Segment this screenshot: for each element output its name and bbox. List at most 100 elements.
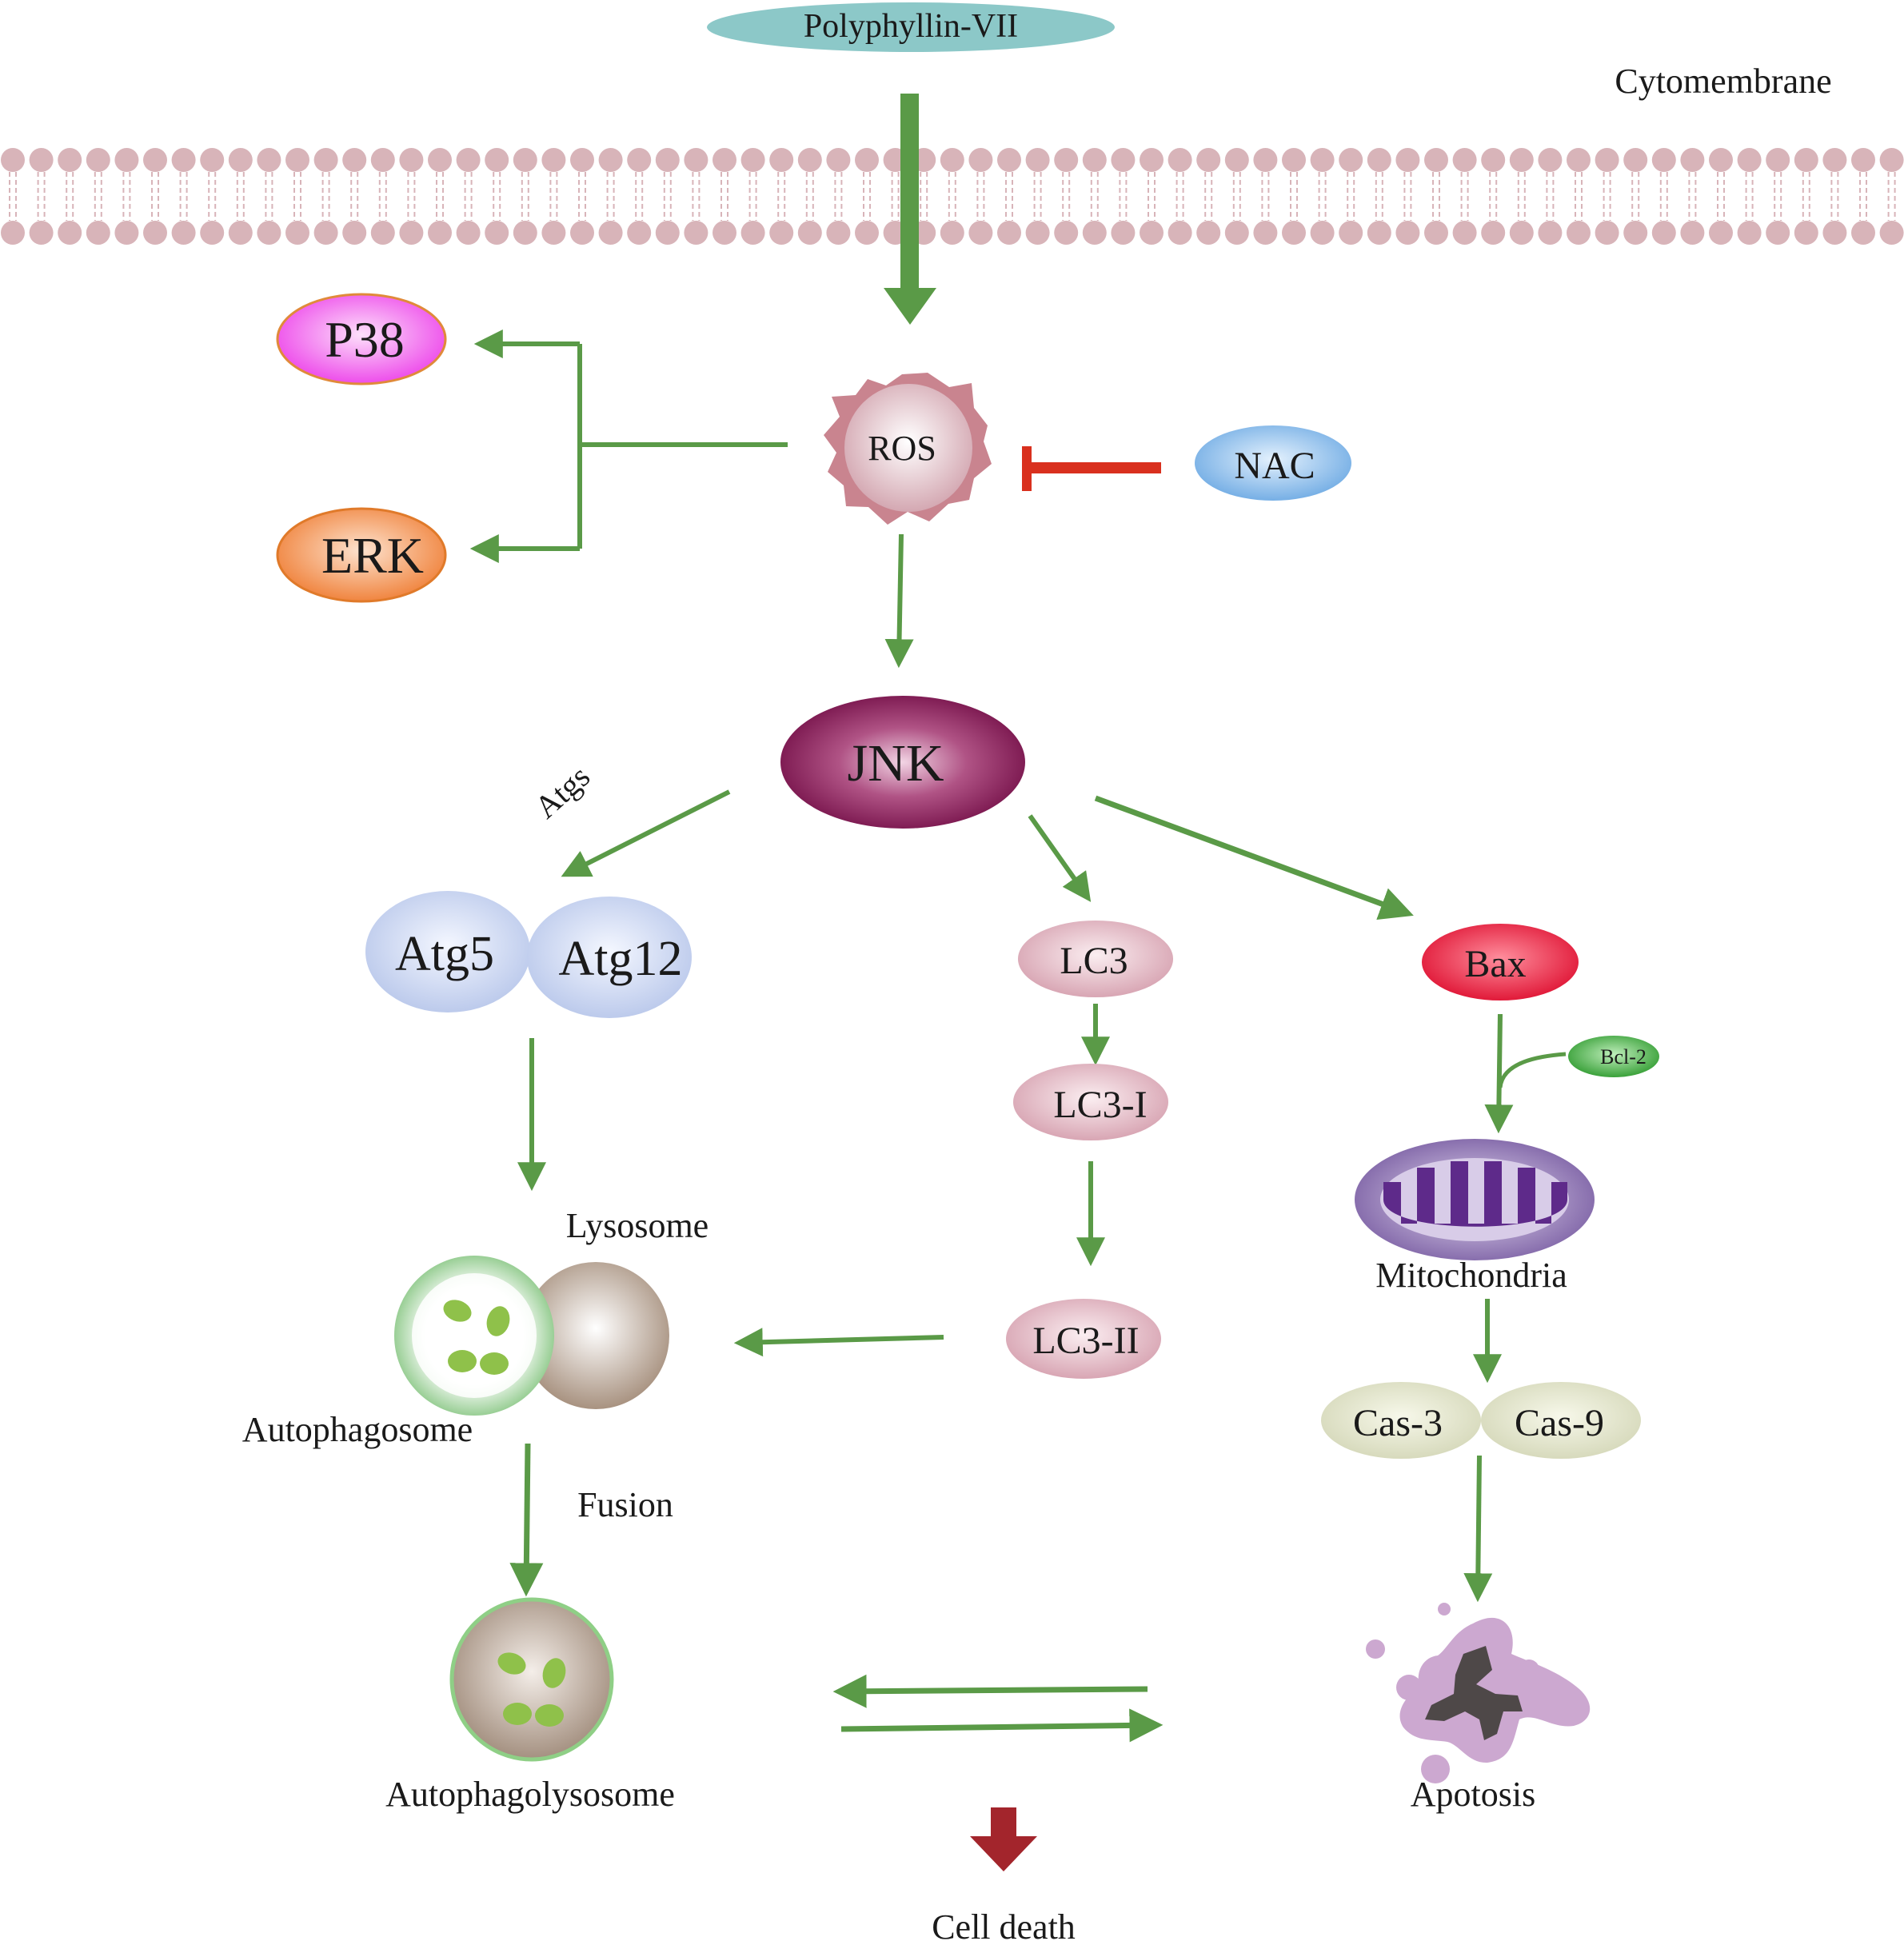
polyphyllin-node: [707, 2, 1115, 52]
lipid-head: [1879, 221, 1904, 245]
atg5-node: [365, 891, 530, 1012]
apoptotic-cell-icon: [1366, 1603, 1591, 1783]
lipid-head: [257, 148, 281, 172]
lipid-head: [1509, 221, 1534, 245]
lipid-head: [1851, 221, 1875, 245]
lipid-head: [1709, 148, 1733, 172]
cell-death-label: Cell death: [932, 1907, 1076, 1941]
lipid-head: [1196, 148, 1221, 172]
lipid-head: [968, 221, 993, 245]
lipid-head: [769, 148, 794, 172]
lipid-head: [598, 148, 623, 172]
lipid-head: [627, 148, 652, 172]
lipid-head: [29, 148, 54, 172]
fusion-label: Fusion: [577, 1485, 673, 1524]
lipid-head: [1481, 148, 1506, 172]
lipid-head: [171, 148, 196, 172]
autophagolysosome-label: Autophagolysosome: [385, 1775, 675, 1814]
lc3ii-to-autophagosome-arrow: [733, 1328, 944, 1357]
lipid-head: [143, 148, 167, 172]
lipid-head: [1452, 148, 1477, 172]
lipid-head: [1680, 148, 1705, 172]
lipid-head: [1595, 148, 1619, 172]
ros-to-jnk-arrow: [884, 533, 914, 669]
lipid-head: [1651, 221, 1676, 245]
lipid-head: [86, 221, 110, 245]
lipid-head: [456, 221, 481, 245]
lipid-head: [285, 221, 309, 245]
lysosome-label: Lysosome: [566, 1206, 709, 1245]
lipid-head: [399, 148, 424, 172]
lipid-head: [171, 221, 196, 245]
lipid-head: [1339, 221, 1363, 245]
lipid-head: [1567, 148, 1591, 172]
lipid-head: [313, 148, 338, 172]
lipid-head: [1339, 148, 1363, 172]
drug-to-ros-arrow-head: [884, 288, 936, 325]
lipid-head: [1538, 221, 1563, 245]
lipid-head: [997, 221, 1021, 245]
lipid-head: [1253, 221, 1278, 245]
lipid-head: [826, 221, 851, 245]
lipid-head: [713, 148, 736, 172]
lipid-head: [1310, 221, 1335, 245]
lipid-head: [1766, 221, 1790, 245]
erk-node: [276, 507, 447, 603]
lipid-head: [285, 148, 309, 172]
lipid-head: [370, 148, 395, 172]
lipid-head: [1424, 148, 1448, 172]
lipid-head: [570, 221, 594, 245]
lipid-head: [1367, 148, 1391, 172]
lipid-head: [1737, 148, 1762, 172]
lipid-head: [1082, 148, 1107, 172]
lipid-head: [29, 221, 54, 245]
lipid-head: [684, 221, 709, 245]
nac-label: NAC: [1234, 445, 1315, 487]
lipid-head: [1794, 148, 1818, 172]
lipid-head: [1367, 221, 1391, 245]
lipid-head: [684, 148, 709, 172]
nac-node: [1195, 425, 1351, 501]
lipid-head: [58, 221, 82, 245]
lipid-head: [1111, 221, 1136, 245]
lipid-head: [313, 221, 338, 245]
lipid-head: [1054, 148, 1079, 172]
lipid-head: [1140, 148, 1164, 172]
jnk-label: JNK: [847, 734, 944, 793]
lipid-head: [428, 148, 452, 172]
lipid-head: [740, 221, 765, 245]
erk-label: ERK: [321, 527, 424, 584]
cas9-label: Cas-9: [1515, 1402, 1604, 1444]
lipid-head: [1054, 221, 1079, 245]
lipid-head: [1, 148, 25, 172]
lipid-head: [826, 148, 851, 172]
lipid-head: [485, 221, 509, 245]
lipid-head: [598, 221, 623, 245]
lipid-head: [370, 221, 395, 245]
atg5-label: Atg5: [395, 927, 494, 981]
lipid-head: [655, 148, 680, 172]
ros-to-p38-erk-connector: [469, 329, 788, 563]
autophagosome-label: Autophagosome: [242, 1410, 473, 1449]
bcl2-label: Bcl-2: [1600, 1045, 1647, 1068]
jnk-node: [780, 696, 1025, 829]
lc3-ii-label: LC3-II: [1032, 1320, 1139, 1362]
lipid-head: [1, 221, 25, 245]
bcl2-to-mitochondria-connector: [1498, 1052, 1567, 1088]
p38-label: P38: [325, 311, 405, 368]
lipid-head: [114, 221, 139, 245]
lipid-head: [1651, 148, 1676, 172]
lipid-head: [200, 221, 225, 245]
autophagy-to-apoptosis-arrow: [840, 1708, 1164, 1743]
lipid-head: [1168, 148, 1192, 172]
fusion-arrow: [509, 1443, 544, 1597]
cytomembrane-bilayer: [1, 148, 1904, 245]
lipid-head: [1025, 148, 1050, 172]
atgs-label: Atgs: [528, 758, 597, 825]
lipid-head: [997, 148, 1021, 172]
ros-node: [824, 373, 992, 525]
lipid-head: [1709, 221, 1733, 245]
lipid-head: [1623, 221, 1648, 245]
cas3-node: [1321, 1382, 1481, 1459]
lipid-head: [541, 221, 566, 245]
